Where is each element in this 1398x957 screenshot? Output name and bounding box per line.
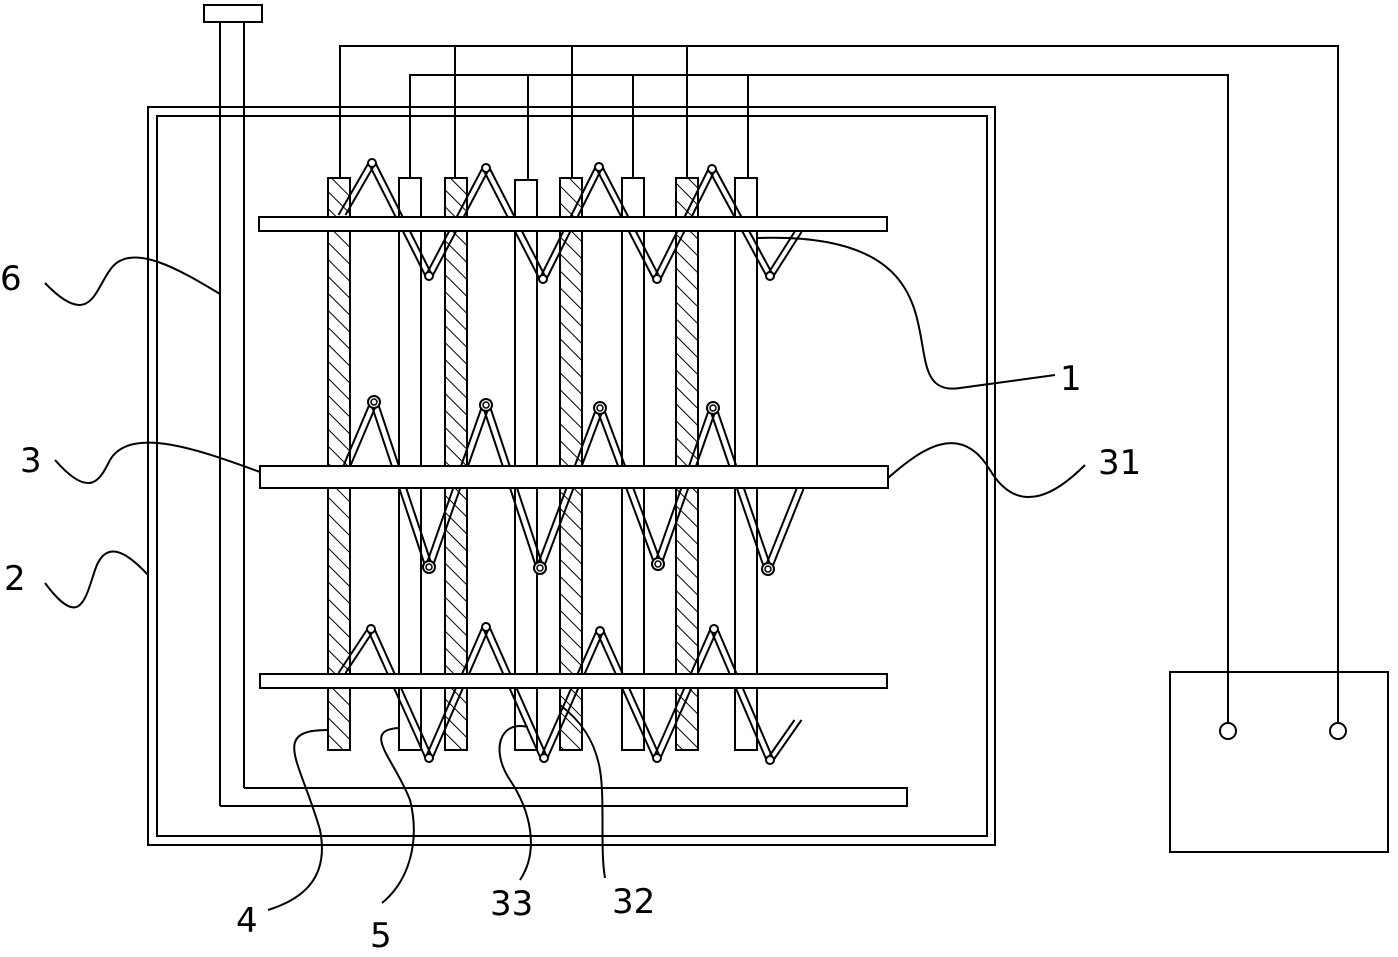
- support-bar-top: [258, 216, 888, 232]
- pivot-joint: [595, 626, 605, 636]
- power-supply: [1169, 671, 1389, 853]
- pivot-joint: [479, 398, 493, 412]
- zigzag-link-row-3-b: [344, 626, 803, 761]
- label-1: 1: [1060, 359, 1082, 399]
- electrode-plain: [734, 177, 758, 751]
- pivots: [366, 158, 775, 765]
- label-31: 31: [1098, 443, 1141, 483]
- support-bar-middle: [259, 465, 889, 489]
- zigzag-link-row-3-a: [337, 626, 796, 761]
- pivot-joint: [533, 561, 547, 575]
- support-bar-bottom: [259, 673, 888, 689]
- pivot-joint: [594, 162, 604, 172]
- label-2: 2: [4, 559, 26, 599]
- pivot-joint: [538, 274, 548, 284]
- label-32: 32: [612, 882, 655, 922]
- pivot-joint-inner: [370, 398, 378, 406]
- pivot-joint: [765, 271, 775, 281]
- pivot-joint: [761, 562, 775, 576]
- leader-lines: [44, 236, 1086, 911]
- electrode-hatched: [675, 177, 699, 751]
- pivot-joint: [765, 755, 775, 765]
- pivot-joint: [652, 753, 662, 763]
- label-4: 4: [236, 901, 258, 941]
- electrodes: [327, 177, 758, 751]
- pivot-joint: [367, 158, 377, 168]
- label-5: 5: [370, 916, 392, 956]
- electrode-hatched: [327, 177, 351, 751]
- pivot-joint-inner: [764, 565, 772, 573]
- pivot-joint: [652, 274, 662, 284]
- terminal-negative: [1219, 722, 1237, 740]
- pivot-joint: [367, 395, 381, 409]
- pivot-joint: [707, 164, 717, 174]
- pivot-joint: [539, 753, 549, 763]
- terminal-positive: [1329, 722, 1347, 740]
- pivot-joint: [651, 557, 665, 571]
- pivot-joint-inner: [425, 563, 433, 571]
- electrode-hatched: [444, 177, 468, 751]
- pivot-joint: [481, 163, 491, 173]
- pivot-joint-inner: [482, 401, 490, 409]
- pivot-joint: [481, 622, 491, 632]
- pivot-joint: [424, 753, 434, 763]
- wiring: [339, 45, 1339, 722]
- pivot-joint: [593, 401, 607, 415]
- pivot-joint: [424, 271, 434, 281]
- pivot-joint-inner: [596, 404, 604, 412]
- pivot-joint-inner: [536, 564, 544, 572]
- label-33: 33: [490, 884, 533, 924]
- callout-labels: 1 6 3 31 2 4 5 33 32: [0, 259, 1141, 956]
- electrode-hatched: [559, 177, 583, 751]
- pivot-joint-inner: [654, 560, 662, 568]
- pivot-joint: [709, 624, 719, 634]
- electrode-plain: [398, 177, 422, 751]
- pivot-joint: [706, 401, 720, 415]
- electrode-plain: [621, 177, 645, 751]
- support-bars: [258, 216, 889, 689]
- pivot-joint: [422, 560, 436, 574]
- pipe: [203, 4, 908, 807]
- pivot-joint: [366, 624, 376, 634]
- pivot-joint-inner: [709, 404, 717, 412]
- label-6: 6: [0, 259, 22, 299]
- label-3: 3: [20, 441, 42, 481]
